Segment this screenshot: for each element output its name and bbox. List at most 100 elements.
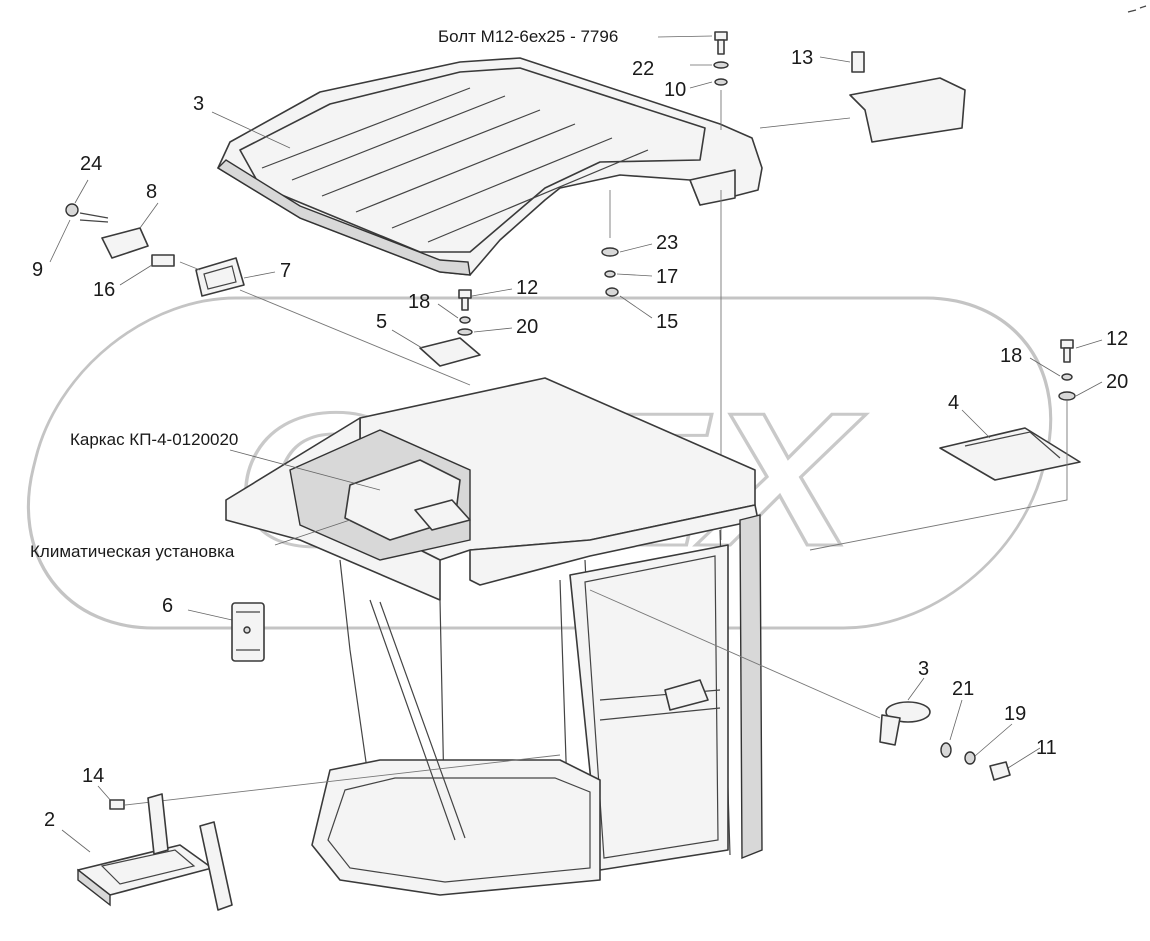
cab-floor xyxy=(311,759,601,896)
callout-20-right: 20 xyxy=(1106,371,1128,393)
leader-12-left xyxy=(471,288,513,297)
nut-24 xyxy=(65,203,79,217)
right-panel-4 xyxy=(809,339,1081,551)
leader-13 xyxy=(819,56,851,63)
leader-24 xyxy=(74,179,89,204)
top-bolt-head xyxy=(714,31,728,41)
callout-23: 23 xyxy=(656,232,678,254)
cab-left-strut xyxy=(369,599,466,841)
leader-20-left xyxy=(473,327,513,333)
callout-12-right: 12 xyxy=(1106,328,1128,350)
corner-mark xyxy=(1127,5,1147,13)
callout-11: 11 xyxy=(1036,737,1057,759)
callout-15: 15 xyxy=(656,311,678,333)
roof-rear-flap xyxy=(689,169,736,206)
callout-21: 21 xyxy=(952,678,974,700)
cab-door-frame xyxy=(584,555,719,859)
cover-5 xyxy=(419,337,481,367)
callout-16: 16 xyxy=(93,279,115,301)
leader-7 xyxy=(243,271,276,279)
cab-roof-front-band xyxy=(469,504,759,586)
step-2-arm-right xyxy=(199,821,233,911)
leader-2 xyxy=(61,829,91,853)
frame-note-label: Каркас КП-4-0120020 xyxy=(70,430,238,449)
label-leaders xyxy=(49,35,1103,853)
cab-hatch xyxy=(414,499,471,531)
step-2-tread-inner xyxy=(100,849,196,885)
callout-14: 14 xyxy=(82,765,104,787)
leader-18-left xyxy=(437,303,459,319)
leader-frame-note xyxy=(229,449,381,491)
bracket-13-leader xyxy=(759,117,851,129)
frame-7 xyxy=(195,257,245,297)
washer-19 xyxy=(964,751,976,765)
bracket-13-bolt xyxy=(851,51,865,73)
panel-4 xyxy=(939,427,1081,481)
leader-7-axis xyxy=(239,289,471,386)
leader-16 xyxy=(119,264,153,286)
leader-5 xyxy=(391,329,423,349)
leader-21 xyxy=(949,699,963,741)
callout-24: 24 xyxy=(80,153,102,175)
callout-10: 10 xyxy=(664,79,686,101)
washer-23 xyxy=(601,247,619,257)
cab-door xyxy=(569,544,729,871)
leader-8 xyxy=(139,202,159,229)
washer-21 xyxy=(940,742,952,758)
leader-20-right xyxy=(1075,381,1103,397)
leader-18-right xyxy=(1029,357,1061,377)
leader-climate-note xyxy=(274,519,351,546)
bolt-11 xyxy=(989,761,1011,781)
callout-19: 19 xyxy=(1004,703,1026,725)
leader-3-mirror xyxy=(907,677,925,701)
cab-frame xyxy=(225,377,763,896)
washer-20-right xyxy=(1058,391,1076,401)
screw-16 xyxy=(151,254,175,267)
callout-7: 7 xyxy=(280,260,291,282)
bolt-note-label: Болт М12-6ех25 - 7796 xyxy=(438,27,618,46)
leader-6 xyxy=(187,609,233,621)
washer-20-left xyxy=(457,328,473,336)
bolt-12-left-head xyxy=(458,289,472,299)
callout-4: 4 xyxy=(948,392,959,414)
roof-top-deck xyxy=(239,67,706,253)
left-parts-axis xyxy=(179,261,201,271)
washer-22 xyxy=(713,61,729,69)
light-unit-6-dot xyxy=(243,626,251,634)
panel-4-fold xyxy=(964,431,1061,459)
washer-10 xyxy=(714,78,728,86)
pin-9 xyxy=(79,212,109,223)
left-small-parts xyxy=(65,203,245,297)
callout-2: 2 xyxy=(44,809,55,831)
leader-mirror-axis xyxy=(589,589,881,719)
bolt-12-right-shank xyxy=(1063,347,1071,363)
callout-3-roof: 3 xyxy=(193,93,204,115)
mirror-bracket-3-arm xyxy=(879,714,901,746)
cab-interior-grab xyxy=(664,679,709,711)
washer-18-left xyxy=(459,316,471,324)
step-2-front-lip xyxy=(77,868,111,907)
cover-8 xyxy=(101,227,149,259)
leader-23 xyxy=(619,243,653,253)
leader-4 xyxy=(961,409,991,439)
leader-17 xyxy=(616,273,653,277)
cab-floor-inner xyxy=(327,777,591,883)
callout-3-mirror: 3 xyxy=(918,658,929,680)
mirror-bracket-assembly xyxy=(879,701,1011,781)
callout-17: 17 xyxy=(656,266,678,288)
nut-15 xyxy=(605,287,619,297)
light-unit-6 xyxy=(231,602,265,662)
callout-13: 13 xyxy=(791,47,813,69)
bracket-13 xyxy=(759,51,966,143)
text-labels: Болт М12-6ех25 - 7796 Каркас КП-4-012002… xyxy=(30,27,618,561)
washer-18-right xyxy=(1061,373,1073,381)
leader-15 xyxy=(619,295,653,319)
callout-20-left: 20 xyxy=(516,316,538,338)
step-2-arm-left xyxy=(147,793,169,855)
leader-12-right xyxy=(1075,339,1103,349)
panel-4-axis xyxy=(809,400,1068,551)
bolt-12-right-head xyxy=(1060,339,1074,349)
callout-12-left: 12 xyxy=(516,277,538,299)
roof-ribs xyxy=(261,87,649,243)
